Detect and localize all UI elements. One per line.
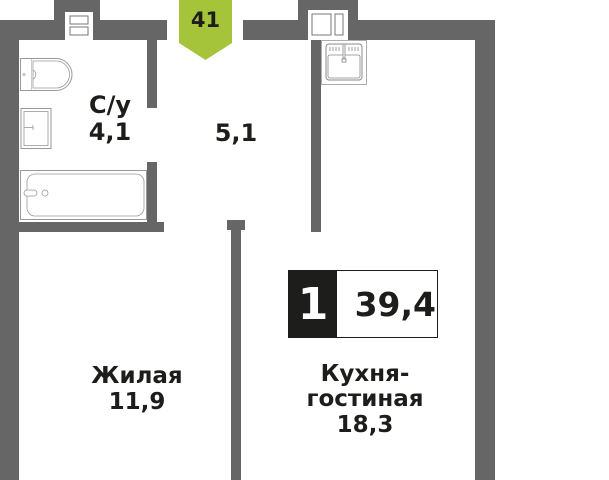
partition-cap <box>227 220 245 230</box>
living-kitchen-partition <box>231 228 241 480</box>
total-area: 39,4 <box>354 284 436 324</box>
room-label-living: Жилая 11,9 <box>66 363 208 416</box>
bathtub-icon <box>20 170 147 220</box>
floor-number-badge: 41 <box>179 0 232 60</box>
room-name-line2: гостиная <box>306 386 424 413</box>
bathroom-wall-right-lower <box>147 162 157 224</box>
outer-wall-top-middle <box>243 20 313 40</box>
bathroom-wall-bottom <box>19 222 164 232</box>
kitchen-sink-icon <box>321 40 367 85</box>
bathroom-wall-right-upper <box>147 40 157 108</box>
room-area: 11,9 <box>108 388 166 415</box>
room-name: Жилая <box>91 363 183 389</box>
room-label-kitchen-living: Кухня- гостиная 18,3 <box>290 361 440 438</box>
room-name: С/у <box>88 91 132 119</box>
toilet-icon <box>20 58 73 91</box>
apartment-summary-badge: 1 39,4 <box>288 270 438 338</box>
outer-wall-left <box>0 20 19 480</box>
corridor-kitchen-wall <box>311 40 321 232</box>
outer-wall-right <box>475 20 495 480</box>
outer-wall-top-right <box>356 20 495 40</box>
ventilation-shaft-icon <box>65 12 93 40</box>
floor-number: 41 <box>190 8 221 32</box>
rooms-count: 1 <box>289 271 337 337</box>
room-label-hallway: 5,1 <box>196 120 276 147</box>
washbasin-icon <box>20 108 52 149</box>
room-label-bathroom: С/у 4,1 <box>70 92 150 146</box>
room-area: 18,3 <box>336 411 394 438</box>
room-name-line1: Кухня- <box>320 361 410 387</box>
room-area: 4,1 <box>88 117 132 146</box>
room-area: 5,1 <box>214 119 258 147</box>
ventilation-shaft-icon <box>308 10 348 40</box>
